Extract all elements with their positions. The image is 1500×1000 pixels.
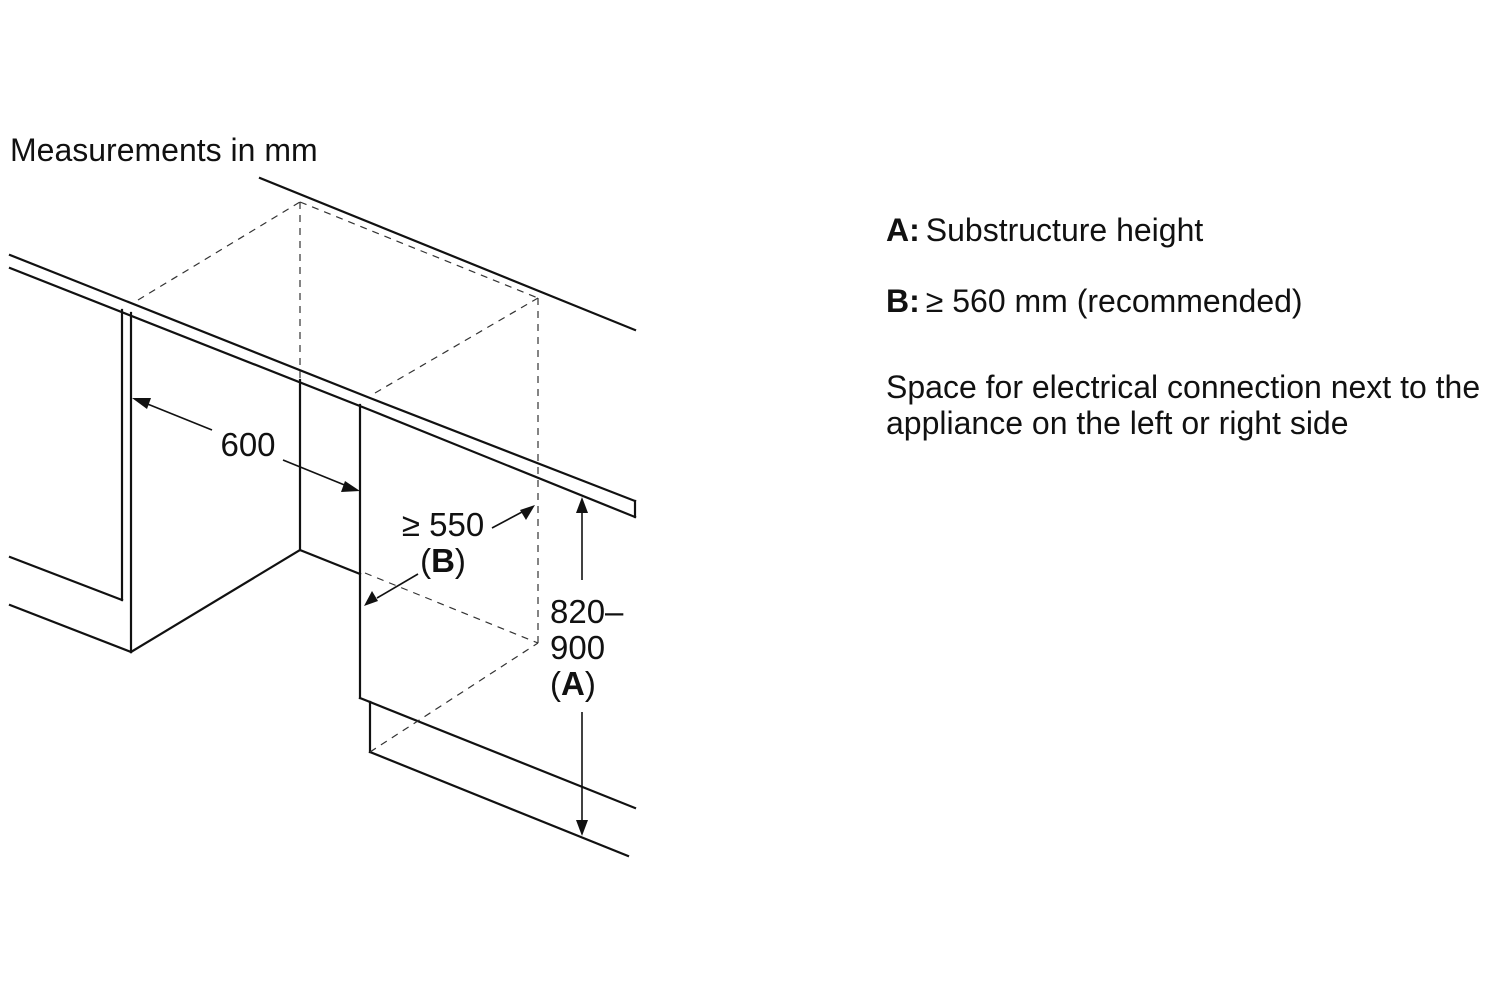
depth-key: B (431, 542, 455, 579)
niche-back (298, 378, 362, 576)
units-label: Measurements in mm (10, 132, 318, 168)
legend-a-text: Substructure height (925, 212, 1204, 248)
legend: A:Substructure height B:≥ 560 mm (recomm… (886, 212, 1486, 441)
width-dimension-label: 600 (210, 427, 286, 463)
appliance-outline (137, 201, 539, 753)
depth-key-line: (B) (420, 542, 466, 579)
height-value-line1: 820– (550, 593, 624, 630)
height-key: A (561, 665, 585, 702)
depth-value: ≥ 550 (401, 506, 485, 543)
legend-item-a: A:Substructure height (886, 212, 1486, 248)
height-dimension-label: 820– 900 (A) (550, 594, 630, 702)
right-cabinet (358, 403, 637, 858)
width-value: 600 (220, 426, 276, 463)
legend-a-key: A: (886, 212, 920, 248)
legend-b-key: B: (886, 283, 920, 319)
left-cabinet (8, 308, 302, 654)
electrical-connection-note: Space for electrical connection next to … (886, 369, 1481, 441)
depth-dimension-label: ≥ 550 (B) (384, 507, 502, 579)
legend-b-text: ≥ 560 mm (recommended) (925, 283, 1303, 319)
depth-dimension-line (364, 505, 535, 606)
legend-item-b: B:≥ 560 mm (recommended) (886, 283, 1486, 319)
height-key-line: (A) (550, 665, 596, 702)
height-dimension-line (576, 497, 588, 836)
width-dimension-line (132, 398, 360, 492)
countertop (8, 176, 637, 519)
height-value-line2: 900 (550, 629, 606, 666)
